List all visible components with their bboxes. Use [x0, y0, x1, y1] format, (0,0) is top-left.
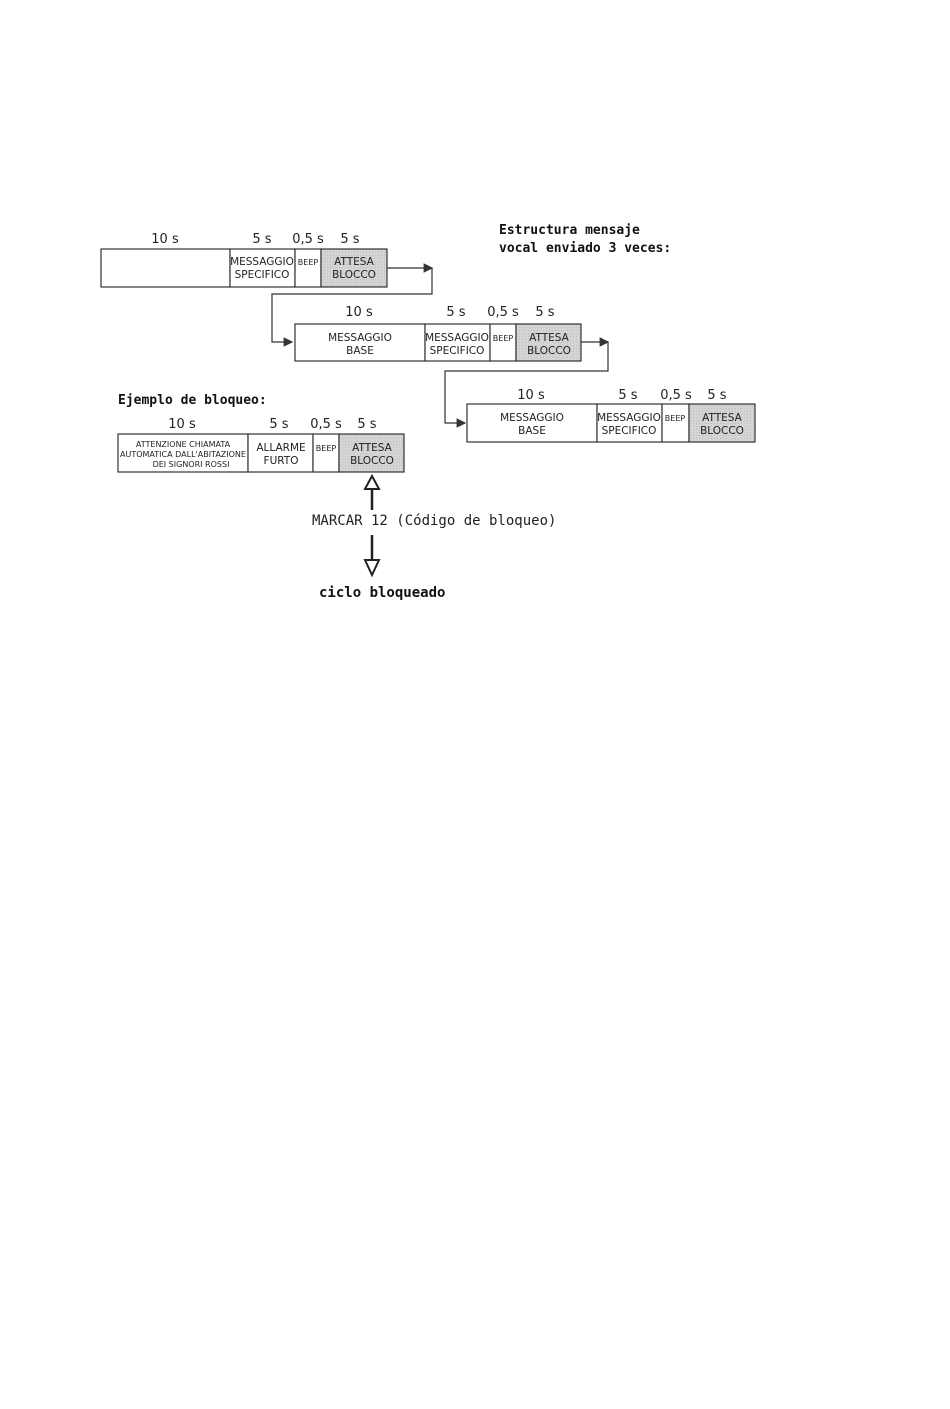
cell-label: FURTO — [264, 455, 299, 467]
cell-label: BASE — [518, 425, 546, 437]
attesa-blocco-cell — [688, 403, 756, 443]
cell-label: MESSAGGIO — [425, 332, 489, 344]
header-line-2: vocal enviado 3 veces: — [499, 241, 671, 256]
cell-label: MESSAGGIO — [597, 412, 661, 424]
beep-cell — [294, 248, 322, 288]
cell-label: ATTESA — [529, 332, 570, 344]
message-specific-cell — [596, 403, 663, 443]
cell-label: MESSAGGIO — [230, 256, 294, 268]
cell-label: BLOCCO — [332, 269, 376, 281]
message-base-cell-empty — [100, 248, 231, 288]
message-specific-cell — [424, 323, 491, 362]
example-row: 10 s 5 s 0,5 s 5 s ATTENZIONE CHIAMATA A… — [117, 417, 405, 473]
cell-label: ATTENZIONE CHIAMATA — [136, 440, 231, 449]
cell-label: ALLARME — [256, 442, 305, 454]
cell-label: AUTOMATICA DALL'ABITAZIONE — [120, 450, 246, 459]
duration-label: 10 s — [151, 232, 179, 247]
up-arrow-icon — [363, 473, 381, 510]
cell-label: BEEP — [493, 334, 514, 343]
cell-label: BEEP — [665, 414, 686, 423]
connector-arrow — [271, 268, 433, 347]
duration-label: 5 s — [446, 305, 465, 320]
message-base-cell — [294, 323, 426, 362]
sequence-row-2: 10 s 5 s 0,5 s 5 s MESSAGGIO BASE MESSAG… — [294, 305, 582, 362]
message-specific-cell — [229, 248, 296, 288]
cell-label: MESSAGGIO — [328, 332, 392, 344]
cell-label: BLOCCO — [350, 455, 394, 467]
duration-label: 10 s — [517, 388, 545, 403]
duration-label: 5 s — [340, 232, 359, 247]
example-title: Ejemplo de bloqueo: — [118, 393, 267, 408]
result-label: ciclo bloqueado — [319, 585, 445, 601]
header-line-1: Estructura mensaje — [499, 223, 640, 238]
beep-cell — [489, 323, 517, 362]
cell-label: MESSAGGIO — [500, 412, 564, 424]
cell-label: SPECIFICO — [430, 345, 485, 357]
duration-label: 10 s — [168, 417, 196, 432]
duration-label: 5 s — [535, 305, 554, 320]
cell-label: BEEP — [316, 444, 337, 453]
cell-label: BASE — [346, 345, 374, 357]
marcar-instruction: MARCAR 12 (Código de bloqueo) — [312, 513, 556, 529]
sequence-row-1: 10 s 5 s 0,5 s 5 s MESSAGGIO SPECIFICO B… — [100, 232, 388, 288]
connector-arrow — [444, 342, 609, 428]
cell-label: ATTESA — [702, 412, 743, 424]
attesa-blocco-cell — [338, 433, 405, 473]
beep-cell — [312, 433, 340, 473]
attesa-blocco-cell — [320, 248, 388, 288]
cell-label: BLOCCO — [527, 345, 571, 357]
cell-label: ATTESA — [334, 256, 375, 268]
down-arrow-icon — [363, 535, 381, 578]
duration-label: 0,5 s — [292, 232, 324, 247]
duration-label: 0,5 s — [310, 417, 342, 432]
cell-label: BLOCCO — [700, 425, 744, 437]
duration-label: 0,5 s — [487, 305, 519, 320]
cell-label: SPECIFICO — [235, 269, 290, 281]
duration-label: 5 s — [269, 417, 288, 432]
duration-label: 5 s — [618, 388, 637, 403]
duration-label: 5 s — [357, 417, 376, 432]
duration-label: 5 s — [707, 388, 726, 403]
cell-label: ATTESA — [352, 442, 393, 454]
cell-label: SPECIFICO — [602, 425, 657, 437]
duration-label: 10 s — [345, 305, 373, 320]
attesa-blocco-cell — [515, 323, 582, 362]
example-alarm-cell — [247, 433, 314, 473]
cell-label: BEEP — [298, 258, 319, 267]
duration-label: 0,5 s — [660, 388, 692, 403]
sequence-row-3: 10 s 5 s 0,5 s 5 s MESSAGGIO BASE MESSAG… — [466, 388, 756, 443]
cell-label: DEI SIGNORI ROSSI — [153, 460, 230, 469]
duration-label: 5 s — [252, 232, 271, 247]
beep-cell — [661, 403, 690, 443]
